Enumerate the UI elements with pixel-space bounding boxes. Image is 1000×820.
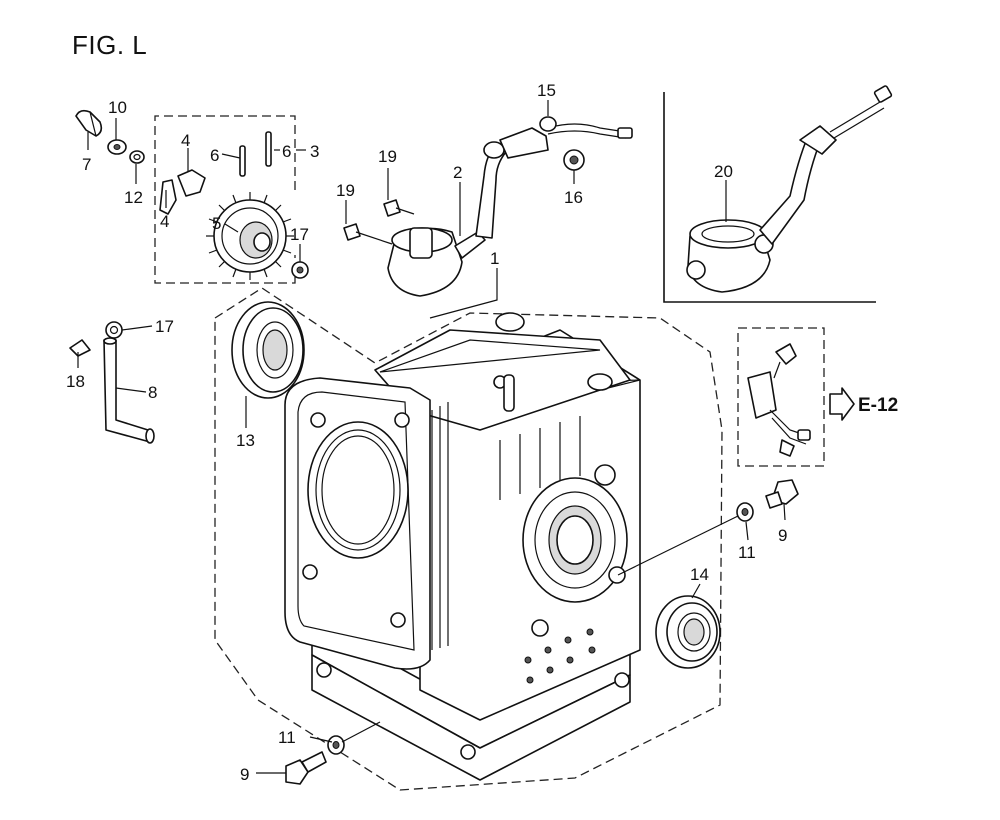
callout-4: 4 [181, 131, 190, 150]
part-12-clip [129, 150, 145, 164]
reference-e12: E-12 [858, 395, 898, 416]
callout-13: 13 [236, 431, 255, 450]
part-5-governor-gear [206, 192, 294, 280]
part-16-nut [563, 149, 585, 171]
part-19-bolts [343, 199, 415, 245]
part-10-washer [107, 139, 127, 155]
oil-sensor-group-frame [737, 327, 825, 467]
callout-19: 19 [336, 181, 355, 200]
callout-10: 10 [108, 98, 127, 117]
part-9-bolt-bottom [285, 751, 327, 785]
part-17-clamp [105, 321, 123, 339]
inset-frame [663, 92, 876, 303]
callout-2: 2 [453, 163, 462, 182]
callout-17: 17 [155, 317, 174, 336]
callout-8: 8 [148, 383, 157, 402]
callout-12: 12 [124, 188, 143, 207]
callout-5: 5 [212, 214, 221, 233]
oil-sensor-assembly [747, 343, 811, 457]
figure-title: FIG. L [72, 30, 148, 60]
part-20-oil-pump-inset [686, 85, 893, 293]
callout-7: 7 [82, 155, 91, 174]
part-13-oil-seal [231, 301, 305, 399]
callout-9: 9 [240, 765, 249, 784]
part-1-crankcase [284, 312, 641, 781]
callout-4: 4 [160, 212, 169, 231]
part-2-oil-pump-assembly [387, 123, 633, 297]
part-8-breather-tube [103, 337, 155, 444]
callout-11: 11 [738, 543, 756, 562]
part-11-washer-bottom [327, 735, 345, 755]
callout-19: 19 [378, 147, 397, 166]
callout-16: 16 [564, 188, 583, 207]
callout-6: 6 [282, 142, 291, 161]
callout-17: 17 [290, 225, 309, 244]
part-15-grommet [539, 116, 557, 132]
part-9-bolt-right [765, 479, 799, 509]
part-18-clip [69, 339, 91, 357]
e12-reference-arrow [829, 387, 855, 421]
callout-9: 9 [778, 526, 787, 545]
callout-20: 20 [714, 162, 733, 181]
governor-group-frame [154, 115, 296, 284]
callout-3: 3 [310, 142, 319, 161]
part-11-washer-right [736, 502, 754, 522]
part-6-pins [239, 131, 272, 177]
callout-1: 1 [490, 249, 499, 268]
callout-18: 18 [66, 372, 85, 391]
part-4-governor-holder [159, 169, 206, 215]
callout-11: 11 [278, 728, 296, 747]
callout-14: 14 [690, 565, 709, 584]
callout-15: 15 [537, 81, 556, 100]
part-7-plug [75, 109, 103, 137]
callout-labels: 10 7 12 4 4 6 6 3 5 17 19 19 2 15 16 20 … [66, 81, 898, 784]
callout-6: 6 [210, 146, 219, 165]
part-17-nut [291, 261, 309, 279]
part-14-oil-seal [655, 595, 721, 669]
leader-lines [77, 100, 786, 774]
